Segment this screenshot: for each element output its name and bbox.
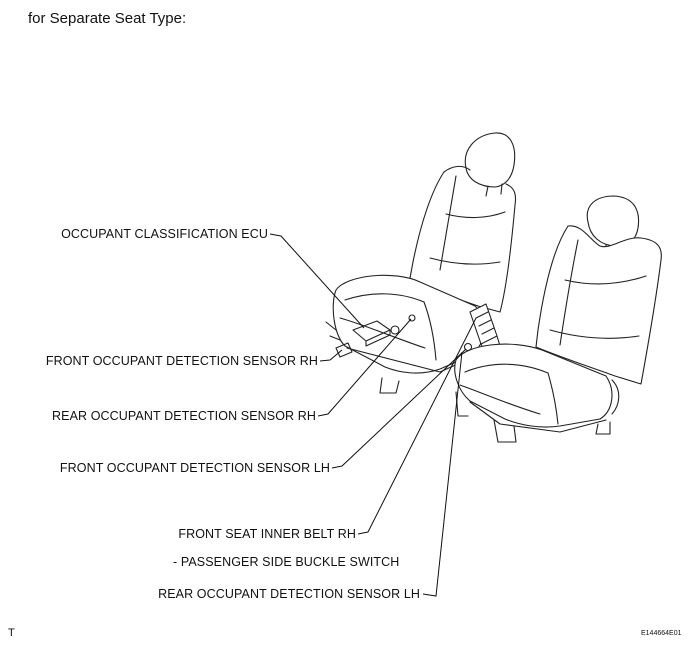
- seat-right-illustration: [454, 195, 662, 443]
- leader-line-rear-sensor-lh: [422, 351, 463, 597]
- seat-right-headrest: [586, 195, 640, 247]
- leader-line-front-sensor-rh: [319, 349, 343, 362]
- figure-code: E144664E01: [641, 630, 682, 637]
- label-rear-occupant-sensor-lh: REAR OCCUPANT DETECTION SENSOR LH: [158, 587, 420, 601]
- label-rear-occupant-sensor-rh: REAR OCCUPANT DETECTION SENSOR RH: [52, 409, 316, 423]
- front-occupant-sensor-rh-part: [335, 342, 353, 358]
- leader-line-rear-sensor-rh: [317, 318, 412, 417]
- seat-right-backrest: [535, 225, 662, 385]
- leader-line-ecu: [269, 233, 365, 329]
- leader-line-inner-belt: [357, 317, 477, 535]
- seat-left-illustration: [325, 132, 517, 394]
- front-occupant-sensor-lh-part: [463, 342, 473, 352]
- label-occupant-classification-ecu: OCCUPANT CLASSIFICATION ECU: [61, 227, 268, 241]
- label-front-seat-inner-belt-rh: FRONT SEAT INNER BELT RH: [178, 527, 356, 541]
- label-front-occupant-sensor-lh: FRONT OCCUPANT DETECTION SENSOR LH: [59, 461, 330, 475]
- label-front-occupant-sensor-rh: FRONT OCCUPANT DETECTION SENSOR RH: [45, 354, 318, 368]
- seat-left-backrest: [409, 171, 517, 313]
- label-passenger-side-buckle-switch: - PASSENGER SIDE BUCKLE SWITCH: [173, 555, 400, 569]
- corner-mark: T: [8, 627, 15, 639]
- seat-left-headrest: [464, 132, 516, 188]
- page-title: for Separate Seat Type:: [28, 10, 187, 27]
- leader-line-front-sensor-lh: [331, 348, 467, 469]
